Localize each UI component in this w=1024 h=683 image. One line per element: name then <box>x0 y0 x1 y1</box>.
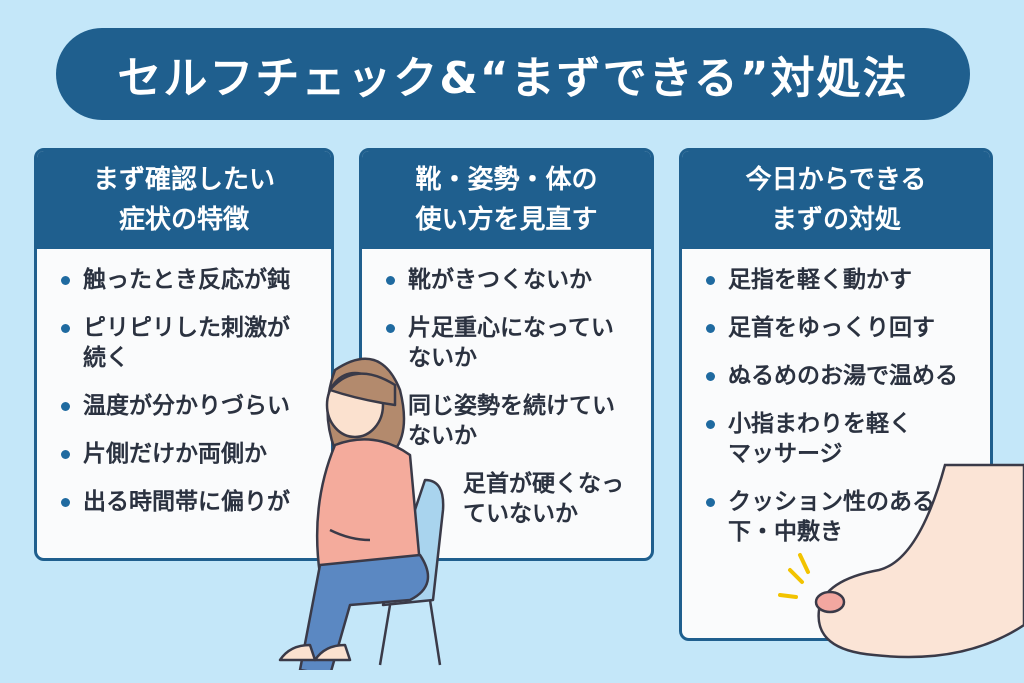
bullet-icon <box>386 324 395 333</box>
item-text: 靴がきつくないか <box>408 267 592 293</box>
item-text: 触ったとき反応が鈍 <box>83 267 290 293</box>
card-first-aid: 今日からできる まずの対処 足指を軽く動かす 足首をゆっくり回す ぬるめのお湯で… <box>679 148 993 641</box>
bullet-icon <box>706 420 715 429</box>
heading-line: 使い方を見直す <box>415 205 598 235</box>
list-item: 片側だけか両側か <box>59 439 331 469</box>
bullet-icon <box>61 498 70 507</box>
bullet-icon <box>386 276 395 285</box>
foot-pain-illustration <box>778 463 1024 659</box>
list-item: 片足重心になっていないか <box>384 313 633 373</box>
bullet-icon <box>61 402 70 411</box>
item-text: 片側だけか両側か <box>83 441 267 467</box>
card-heading: 今日からできる まずの対処 <box>682 151 990 249</box>
item-text: ピリピリした刺激が続く <box>83 315 290 371</box>
list-item: 出る時間帯に偏りが <box>59 487 331 517</box>
item-text: ぬるめのお湯で温める <box>728 363 958 389</box>
list-item: 足首をゆっくり回す <box>704 313 990 343</box>
bullet-icon <box>706 372 715 381</box>
list-item: クッション性のある靴下・中敷き <box>704 487 958 547</box>
list-item: 触ったとき反応が鈍 <box>59 265 331 295</box>
heading-line: 靴・姿勢・体の <box>415 165 598 195</box>
bullet-icon <box>706 324 715 333</box>
card-heading: まず確認したい 症状の特徴 <box>37 151 331 249</box>
bullet-icon <box>61 276 70 285</box>
card-heading: 靴・姿勢・体の 使い方を見直す <box>362 151 651 249</box>
item-text: 足首が硬くなっていないか <box>463 471 624 527</box>
item-text: 片足重心になっていないか <box>408 315 614 371</box>
bullet-icon <box>706 498 715 507</box>
list-item: 小指まわりを軽くマッサージ <box>704 409 918 469</box>
heading-line: まずの対処 <box>770 205 901 235</box>
list-item: 足首が硬くなっていないか <box>439 469 628 529</box>
list-item: 靴がきつくないか <box>384 265 651 295</box>
page-title: セルフチェック&“まずできる”対処法 <box>56 28 970 120</box>
list-item: 同じ姿勢を続けていないか <box>384 391 618 451</box>
bullet-icon <box>61 450 70 459</box>
list-item: ピリピリした刺激が続く <box>59 313 303 373</box>
list-item: 温度が分かりづらい <box>59 391 331 421</box>
heading-line: 今日からできる <box>745 165 927 195</box>
item-text: 出る時間帯に偏りが <box>83 489 290 515</box>
item-text: 同じ姿勢を続けていないか <box>408 393 615 449</box>
card-review: 靴・姿勢・体の 使い方を見直す 靴がきつくないか 片足重心になっていないか 同じ… <box>359 148 654 561</box>
card-symptoms: まず確認したい 症状の特徴 触ったとき反応が鈍 ピリピリした刺激が続く 温度が分… <box>34 148 334 561</box>
heading-line: 症状の特徴 <box>118 205 249 235</box>
item-text: 温度が分かりづらい <box>83 393 290 419</box>
item-text: 小指まわりを軽くマッサージ <box>728 411 912 467</box>
list-item: ぬるめのお湯で温める <box>704 361 990 391</box>
bullet-icon <box>61 324 70 333</box>
seated-woman-illustration <box>278 357 445 670</box>
list-item: 足指を軽く動かす <box>704 265 990 295</box>
heading-line: まず確認したい <box>92 165 275 195</box>
item-text: 足指を軽く動かす <box>728 267 912 293</box>
item-text: 足首をゆっくり回す <box>728 315 935 341</box>
bullet-icon <box>706 276 715 285</box>
item-text: クッション性のある靴下・中敷き <box>728 489 958 545</box>
